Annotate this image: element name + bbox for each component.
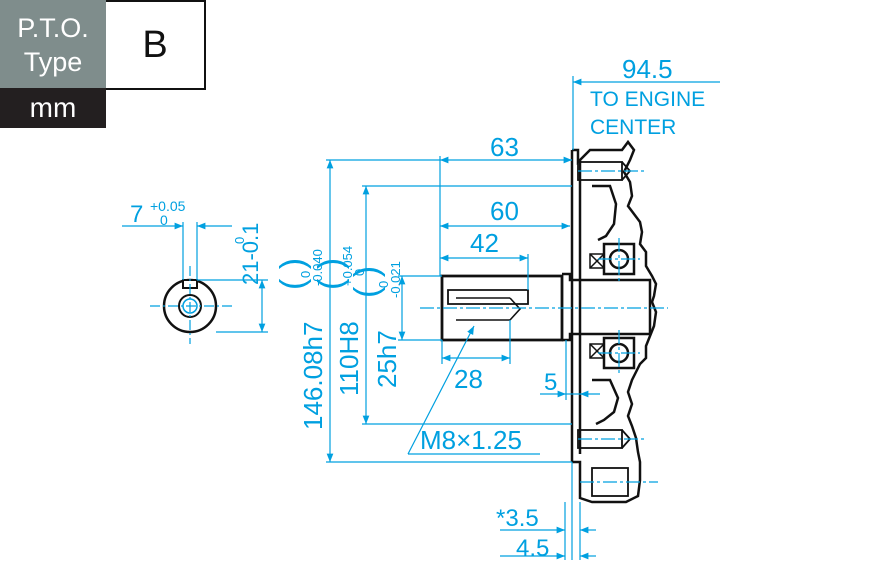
thread-spec: M8×1.25 xyxy=(420,425,522,455)
dim-25h7: 25h7 xyxy=(372,330,402,388)
dim-60: 60 xyxy=(490,196,519,226)
centerlines xyxy=(420,170,668,483)
dim-110H8-tol-upper: +0.054 xyxy=(340,246,355,286)
key-width-label: 7 xyxy=(130,201,143,228)
key-width-tol-lower: 0 xyxy=(160,212,168,228)
engine-center-note-1: TO ENGINE xyxy=(590,88,705,111)
dim-4-5: 4.5 xyxy=(516,535,549,562)
dim-42: 42 xyxy=(470,228,499,258)
dim-146-08h7-paren: ( ) xyxy=(274,258,312,290)
dim-5: 5 xyxy=(544,369,557,396)
pto-type-header: P.T.O. Type B mm xyxy=(0,0,206,128)
engine-center-note-2: CENTER xyxy=(590,116,676,139)
dim-110H8-tol-lower: 0 xyxy=(352,269,367,276)
key-height-label: 21-0.1 xyxy=(238,223,263,285)
dim-25h7-tol-upper: 0 xyxy=(376,281,391,288)
key-width-tol-upper: +0.05 xyxy=(150,198,186,214)
output-shaft xyxy=(440,274,564,342)
pto-label-line1: P.T.O. xyxy=(17,13,89,43)
dim-146-08h7-tol-upper: 0 xyxy=(298,271,313,278)
dim-25h7-paren: ( ) xyxy=(348,266,386,298)
pto-type-value: B xyxy=(106,0,206,90)
dim-110H8-paren: ( ) xyxy=(312,258,350,290)
dim-63: 63 xyxy=(490,132,519,162)
dim-146-08h7-tol-lower: -0.040 xyxy=(310,249,325,286)
dim-110H8: 110H8 xyxy=(334,321,364,396)
pto-type-label-cell: P.T.O. Type xyxy=(0,0,106,88)
dim-94-5: 94.5 xyxy=(622,54,673,84)
pto-label-line2: Type xyxy=(23,47,83,77)
dim-25h7-tol-lower: -0.021 xyxy=(388,261,403,298)
key-height-tol: 0 xyxy=(232,237,247,244)
dim-146-08h7: 146.08h7 xyxy=(298,322,328,430)
unit-label: mm xyxy=(0,88,106,128)
dim-3-5: *3.5 xyxy=(496,505,539,532)
engine-housing xyxy=(562,139,658,504)
shaft-end-view xyxy=(122,222,268,344)
dim-28: 28 xyxy=(454,364,483,394)
dimension-lines xyxy=(326,76,720,560)
